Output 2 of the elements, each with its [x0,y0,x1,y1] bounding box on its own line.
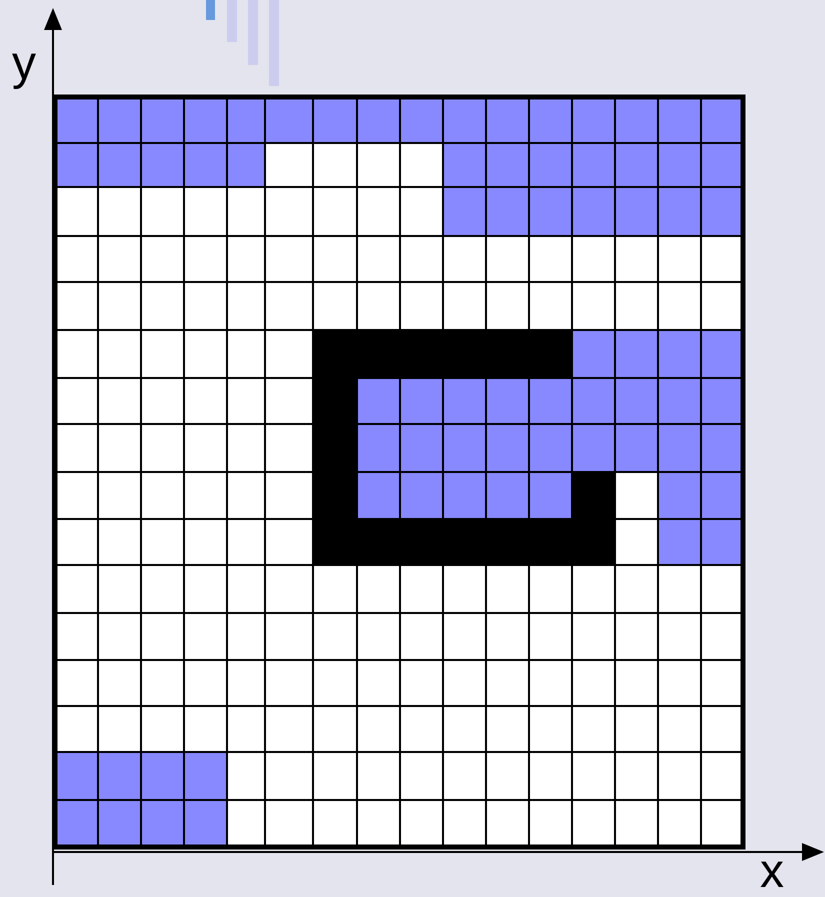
axis-label: x [760,848,784,896]
axis-label: y [12,40,36,88]
